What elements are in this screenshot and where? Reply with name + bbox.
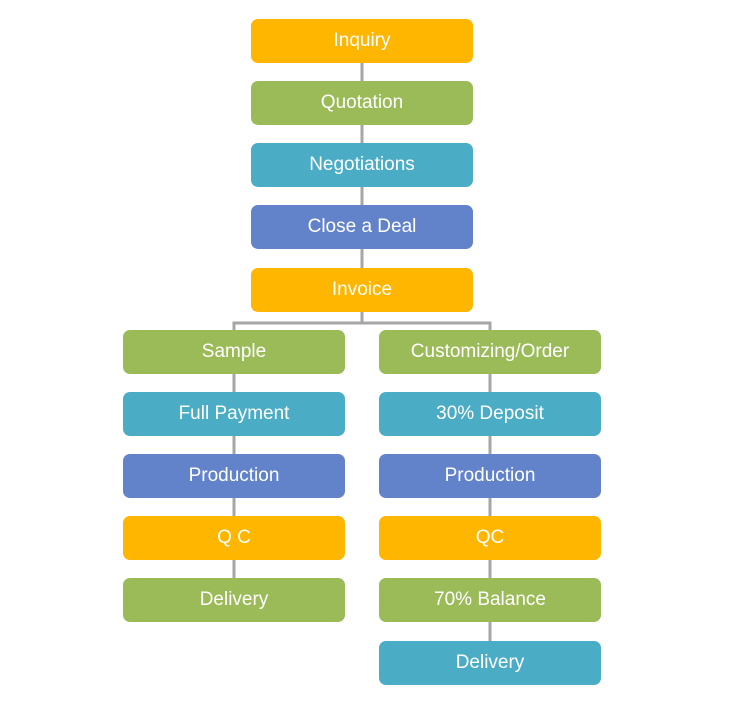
node-qc-sample: Q C (123, 516, 345, 560)
node-invoice: Invoice (251, 268, 473, 312)
node-delivery-sample: Delivery (123, 578, 345, 622)
node-customizing-order: Customizing/Order (379, 330, 601, 374)
node-inquiry: Inquiry (251, 19, 473, 63)
node-balance: 70% Balance (379, 578, 601, 622)
node-quotation: Quotation (251, 81, 473, 125)
node-deposit: 30% Deposit (379, 392, 601, 436)
node-production-sample: Production (123, 454, 345, 498)
connector-invoice-sample (232, 312, 364, 330)
node-qc-order: QC (379, 516, 601, 560)
connector-invoice-order (362, 321, 492, 330)
node-sample: Sample (123, 330, 345, 374)
node-full-payment: Full Payment (123, 392, 345, 436)
node-delivery-order: Delivery (379, 641, 601, 685)
node-production-order: Production (379, 454, 601, 498)
node-negotiations: Negotiations (251, 143, 473, 187)
node-close-a-deal: Close a Deal (251, 205, 473, 249)
